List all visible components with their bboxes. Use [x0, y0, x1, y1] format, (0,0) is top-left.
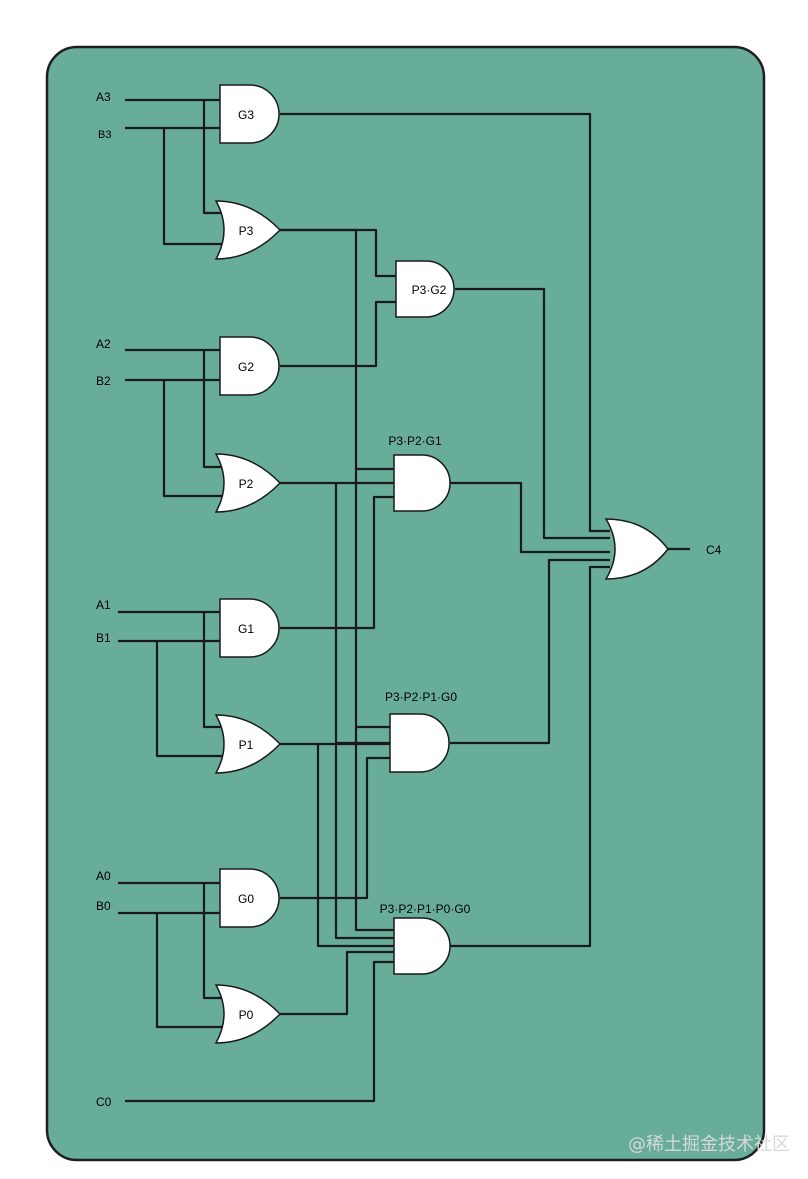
gate-label-g0: G0 [238, 892, 254, 906]
gate-label-p3p2p1g0: P3·P2·P1·G0 [385, 690, 457, 704]
wire-p3p2p1g0-out [450, 558, 610, 745]
watermark: @稀土掘金技术社区 [628, 1134, 790, 1155]
gate-label-p3p2g1: P3·P2·G1 [388, 434, 442, 448]
wire-b3 [125, 126, 222, 246]
gate-label-g2: G2 [238, 360, 254, 374]
gate-label-p3: P3 [239, 224, 254, 238]
wire-p3p2p1p0g0-out [450, 565, 610, 948]
wire-g3-out [280, 112, 610, 533]
gate-label-p1: P1 [239, 738, 254, 752]
gate-label-p0: P0 [239, 1008, 254, 1022]
gate-label-g1: G1 [238, 622, 254, 636]
wire-a1 [118, 610, 222, 729]
input-label-c0: C0 [96, 1095, 112, 1109]
and-gate-g0 [219, 868, 280, 928]
wire-b1 [118, 639, 222, 758]
and-gate-p3g2 [395, 260, 455, 318]
input-label-b0: B0 [96, 899, 111, 913]
gate-label-p3g2: P3·G2 [412, 283, 447, 297]
or-gate-p1 [214, 714, 282, 774]
or-gate-p2 [214, 453, 282, 513]
wire-p1-bus [280, 742, 394, 948]
wires [118, 98, 690, 1103]
input-label-b1: B1 [96, 631, 111, 645]
or-gate-c4 [604, 518, 669, 580]
input-label-a2: A2 [96, 337, 111, 351]
and-gate-p3p2p1g0 [389, 713, 450, 773]
input-label-b2: B2 [96, 374, 111, 388]
wire-p3-bus [280, 228, 394, 932]
output-label-c4: C4 [706, 543, 722, 557]
wire-c0 [125, 960, 394, 1103]
and-gate-g3 [219, 84, 280, 144]
wire-b2 [125, 378, 222, 498]
wire-a3 [125, 98, 222, 215]
or-gate-p3 [214, 200, 282, 260]
input-label-a1: A1 [96, 598, 111, 612]
input-label-a3: A3 [96, 90, 111, 104]
wire-b0 [118, 911, 222, 1029]
gate-label-p3p2p1p0g0: P3·P2·P1·P0·G0 [380, 902, 471, 916]
gate-label-p2: P2 [239, 477, 254, 491]
wire-a2 [125, 348, 222, 469]
wire-p3p2g1-out [450, 481, 610, 554]
input-label-a0: A0 [96, 869, 111, 883]
wire-g1-out [280, 495, 394, 630]
and-gate-g1 [219, 598, 280, 658]
wire-p0-out [280, 950, 394, 1016]
or-gate-p0 [214, 984, 282, 1044]
wire-g2-out [280, 300, 396, 368]
gate-label-g3: G3 [238, 108, 254, 122]
diagram-panel [45, 45, 766, 1162]
and-gate-g2 [219, 336, 280, 396]
wire-a0 [118, 881, 222, 1000]
and-gate-p3p2g1 [393, 454, 451, 512]
and-gate-p3p2p1p0g0 [393, 917, 451, 975]
wire-g0-out [280, 756, 390, 900]
wire-p3g2-out [455, 287, 610, 540]
input-label-b3: B3 [98, 129, 111, 141]
